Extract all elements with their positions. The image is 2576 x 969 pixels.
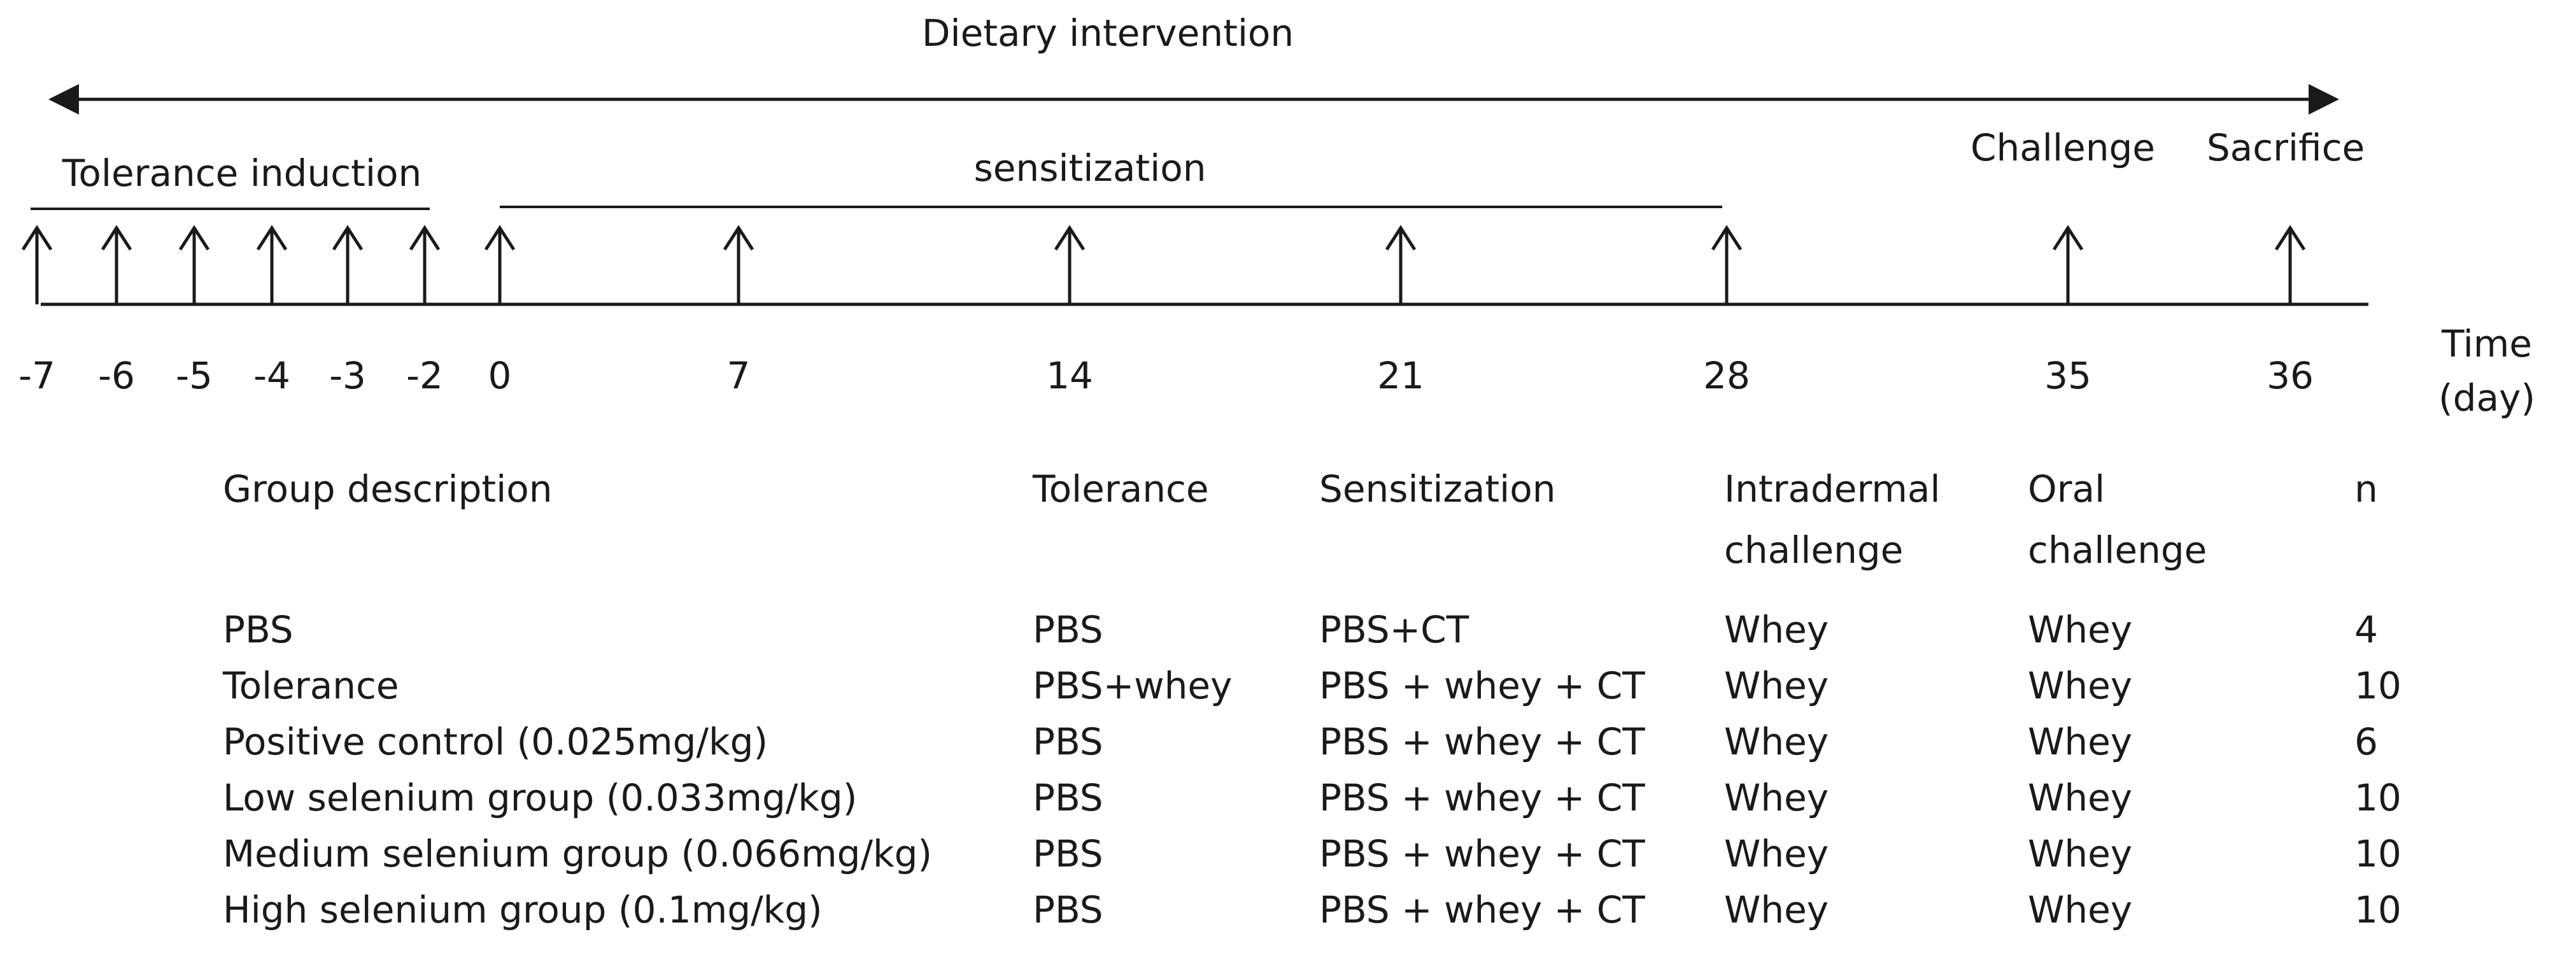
day-arrows <box>21 225 2306 304</box>
time-axis-label: Time <box>2441 322 2532 365</box>
day-tick-label: -5 <box>176 354 213 397</box>
cell-oral: Whey <box>2028 888 2133 931</box>
day-arrowhead <box>1385 225 1417 251</box>
tolerance-induction-label: Tolerance induction <box>62 152 421 195</box>
day-tick-label: -2 <box>406 354 443 397</box>
cell-n: 10 <box>2354 888 2402 931</box>
cell-intradermal: Whey <box>1724 776 1829 819</box>
cell-intradermal: Whey <box>1724 888 1829 931</box>
cell-n: 4 <box>2354 608 2378 651</box>
header-sensitization: Sensitization <box>1319 467 1556 511</box>
cell-intradermal: Whey <box>1724 720 1829 763</box>
day-tick-label: 7 <box>727 354 751 397</box>
table-header-row: Group description Tolerance Sensitizatio… <box>0 458 2576 586</box>
day-arrowhead <box>2274 225 2306 251</box>
day-arrowhead <box>2052 225 2084 251</box>
cell-oral: Whey <box>2028 664 2133 707</box>
cell-sensitization: PBS + whey + CT <box>1319 888 1645 931</box>
header-tolerance: Tolerance <box>1033 467 1209 511</box>
day-tick-label: 36 <box>2267 354 2314 397</box>
header-oral-challenge: Oral challenge <box>2028 467 2207 572</box>
day-arrowhead <box>101 225 132 251</box>
day-arrowhead <box>723 225 754 251</box>
table-row: Positive control (0.025mg/kg) PBS PBS + wh… <box>0 714 2576 770</box>
cell-tolerance: PBS <box>1033 776 1103 819</box>
day-arrowhead <box>332 225 364 251</box>
sensitization-label: sensitization <box>974 146 1207 190</box>
day-arrowhead <box>21 225 53 251</box>
cell-sensitization: PBS + whey + CT <box>1319 720 1645 763</box>
cell-group: PBS <box>223 608 294 651</box>
header-n: n <box>2354 467 2378 511</box>
day-arrowhead <box>1054 225 1086 251</box>
header-intradermal-challenge: Intradermal challenge <box>1724 467 1941 572</box>
day-tick-label: 28 <box>1703 354 1750 397</box>
day-tick-labels: -7 -6 -5 -4 -3 -2 0 7 14 21 28 35 36 <box>18 354 2314 397</box>
cell-tolerance: PBS <box>1033 608 1103 651</box>
day-tick-label: 0 <box>488 354 512 397</box>
day-tick-label: -3 <box>329 354 366 397</box>
cell-group: Tolerance <box>223 664 399 707</box>
day-tick-label: 21 <box>1377 354 1424 397</box>
table-row: Tolerance PBS+whey PBS + whey + CT Whey Whey… <box>0 658 2576 714</box>
cell-sensitization: PBS+CT <box>1319 608 1469 651</box>
cell-oral: Whey <box>2028 776 2133 819</box>
day-tick-label: 14 <box>1046 354 1093 397</box>
cell-intradermal: Whey <box>1724 832 1829 875</box>
cell-oral: Whey <box>2028 832 2133 875</box>
cell-oral: Whey <box>2028 608 2133 651</box>
arrowhead-right <box>2309 84 2339 115</box>
cell-intradermal: Whey <box>1724 608 1829 651</box>
cell-sensitization: PBS + whey + CT <box>1319 776 1645 819</box>
table-row: Low selenium group (0.033mg/kg) PBS PBS + … <box>0 770 2576 826</box>
day-arrowhead <box>484 225 516 251</box>
header-group-description: Group description <box>223 467 553 511</box>
cell-n: 10 <box>2354 664 2402 707</box>
cell-tolerance: PBS <box>1033 832 1103 875</box>
cell-sensitization: PBS + whey + CT <box>1319 664 1645 707</box>
day-arrowhead <box>409 225 441 251</box>
arrowhead-left <box>48 84 79 115</box>
cell-group: Low selenium group (0.033mg/kg) <box>223 776 858 819</box>
day-tick-label: -6 <box>98 354 135 397</box>
table-row: PBS PBS PBS+CT Whey Whey 4 <box>0 602 2576 658</box>
day-arrowhead <box>178 225 210 251</box>
cell-intradermal: Whey <box>1724 664 1829 707</box>
experimental-timeline: Dietary intervention Tolerance induction… <box>18 11 2535 420</box>
cell-tolerance: PBS <box>1033 720 1103 763</box>
challenge-label: Challenge <box>1971 126 2155 169</box>
table-row: Medium selenium group (0.066mg/kg) PBS PBS… <box>0 826 2576 882</box>
day-arrowhead <box>256 225 288 251</box>
cell-n: 10 <box>2354 776 2402 819</box>
cell-sensitization: PBS + whey + CT <box>1319 832 1645 875</box>
cell-n: 6 <box>2354 720 2378 763</box>
time-axis-unit: (day) <box>2438 376 2535 420</box>
day-tick-label: -4 <box>253 354 290 397</box>
dietary-intervention-label: Dietary intervention <box>922 11 1294 55</box>
day-arrowhead <box>1711 225 1743 251</box>
sacrifice-label: Sacrifice <box>2207 126 2365 169</box>
cell-n: 10 <box>2354 832 2402 875</box>
cell-tolerance: PBS <box>1033 888 1103 931</box>
day-tick-label: 35 <box>2044 354 2091 397</box>
table-row: High selenium group (0.1mg/kg) PBS PBS + w… <box>0 882 2576 938</box>
cell-oral: Whey <box>2028 720 2133 763</box>
cell-group: High selenium group (0.1mg/kg) <box>223 888 823 931</box>
cell-group: Positive control (0.025mg/kg) <box>223 720 768 763</box>
cell-tolerance: PBS+whey <box>1033 664 1233 707</box>
day-tick-label: -7 <box>18 354 55 397</box>
cell-group: Medium selenium group (0.066mg/kg) <box>223 832 933 875</box>
